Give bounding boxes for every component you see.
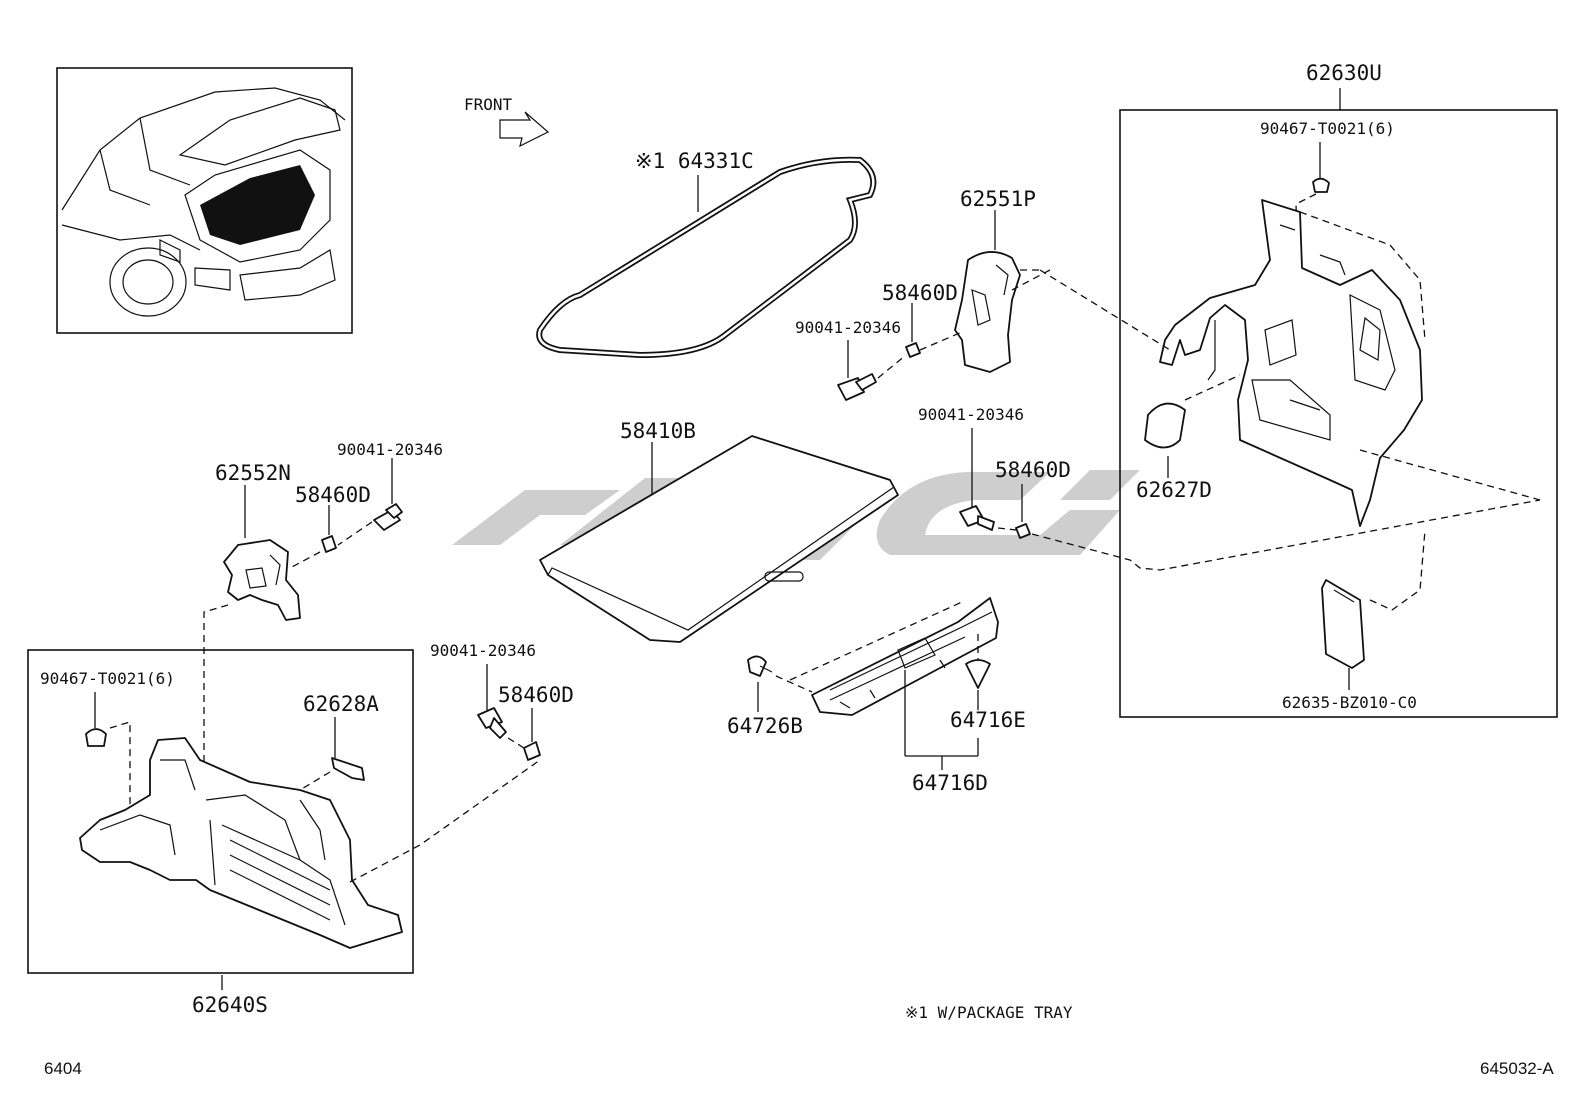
part-58410b [539, 435, 899, 643]
label-64726b: 64726B [727, 714, 803, 738]
label-90041-left: 90041-20346 [337, 440, 443, 459]
box-62640s [27, 649, 414, 974]
label-58460d-mid: 58460D [498, 683, 574, 707]
front-label: FRONT [464, 95, 513, 114]
part-90041-mid [477, 664, 507, 739]
part-64716e [965, 634, 991, 710]
cargo-area [200, 165, 315, 245]
part-58460d-mid [507, 708, 541, 761]
part-62640s [79, 737, 541, 990]
front-arrow-icon [499, 111, 550, 148]
label-62551p: 62551P [960, 187, 1036, 211]
part-90041-right [959, 428, 995, 531]
label-90041-mid: 90041-20346 [430, 641, 536, 660]
page-code-left: 6404 [44, 1059, 82, 1078]
part-62627d [1144, 402, 1186, 478]
label-64331c: ※1 64331C [635, 149, 754, 173]
label-90041-right: 90041-20346 [918, 405, 1024, 424]
part-64726b [747, 601, 963, 712]
label-58460d-top: 58460D [882, 281, 958, 305]
label-62627d: 62627D [1136, 478, 1212, 502]
part-62551p [954, 210, 1021, 373]
label-62628a: 62628A [303, 692, 379, 716]
label-62552n: 62552N [215, 461, 291, 485]
part-58460d-right [997, 484, 1541, 571]
part-62630u [1039, 199, 1541, 611]
part-62635 [1321, 579, 1365, 690]
vehicle-inset [56, 67, 353, 334]
label-90041-top: 90041-20346 [795, 318, 901, 337]
part-62552n [223, 485, 301, 621]
package-tray-note: ※1 W/PACKAGE TRAY [905, 1003, 1073, 1022]
part-58460d-left [321, 505, 337, 553]
label-90467-right: 90467-T0021(6) [1260, 119, 1395, 138]
part-64716d [811, 597, 999, 770]
label-62640s: 62640S [192, 993, 268, 1017]
part-90041-top [837, 331, 963, 401]
label-58460d-right: 58460D [995, 458, 1071, 482]
part-58460d-top [905, 303, 921, 358]
label-62630u: 62630U [1306, 61, 1382, 85]
label-90467-left: 90467-T0021(6) [40, 669, 175, 688]
label-62635: 62635-BZ010-C0 [1282, 693, 1417, 712]
part-64331c [536, 156, 877, 359]
part-90041-left [289, 458, 403, 569]
part-90467-left [85, 692, 131, 805]
box-62630u [1119, 109, 1558, 718]
label-58460d-left: 58460D [295, 483, 371, 507]
page-code-right: 645032-A [1480, 1059, 1554, 1078]
label-64716e: 64716E [950, 708, 1026, 732]
label-64716d: 64716D [912, 771, 988, 795]
part-62628a [264, 717, 365, 801]
label-58410b: 58410B [620, 419, 696, 443]
